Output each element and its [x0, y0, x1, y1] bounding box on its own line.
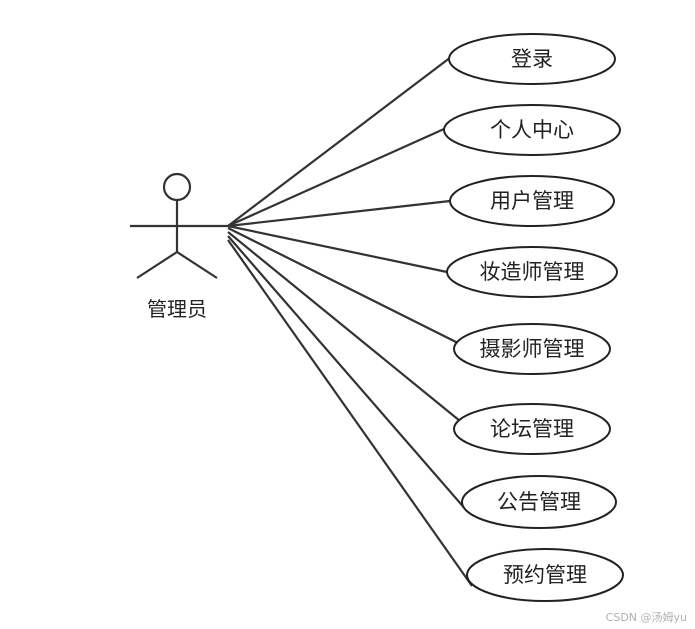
- watermark: CSDN @汤姆yu: [605, 611, 687, 624]
- use-case-label: 用户管理: [490, 189, 574, 213]
- actor-label: 管理员: [147, 297, 207, 321]
- use-case-personal-center: 个人中心: [443, 104, 621, 156]
- actor-left-leg: [136, 251, 178, 279]
- actor-head: [162, 172, 192, 202]
- actor-right-leg: [176, 251, 218, 279]
- use-case-photographer-management: 摄影师管理: [453, 323, 611, 375]
- use-case-label: 摄影师管理: [480, 337, 585, 361]
- use-case-makeup-artist-management: 妆造师管理: [446, 246, 618, 298]
- actor-figure: [130, 172, 228, 279]
- use-case-label: 公告管理: [497, 490, 581, 514]
- use-case-ellipse: [466, 548, 624, 602]
- use-case-reservation-management: 预约管理: [466, 548, 624, 602]
- use-case-label: 登录: [511, 47, 553, 71]
- use-case-ellipse: [453, 323, 611, 375]
- use-case-ellipse: [449, 175, 615, 227]
- use-case-label: 个人中心: [490, 118, 574, 142]
- use-case-ellipse: [461, 475, 617, 529]
- association-line: [227, 239, 473, 587]
- use-case-label: 妆造师管理: [480, 260, 585, 284]
- association-line: [227, 231, 461, 422]
- association-line: [227, 227, 459, 344]
- use-case-ellipse: [448, 33, 616, 85]
- association-line: [227, 56, 452, 227]
- association-line: [227, 224, 448, 274]
- association-line: [227, 127, 445, 228]
- use-case-ellipse: [446, 246, 618, 298]
- use-case-label: 论坛管理: [490, 417, 574, 441]
- association-line: [227, 199, 451, 228]
- association-line: [227, 235, 468, 512]
- use-case-ellipse: [453, 403, 611, 455]
- use-case-announcement-management: 公告管理: [461, 475, 617, 529]
- associations: [227, 56, 473, 587]
- use-case-user-management: 用户管理: [449, 175, 615, 227]
- use-case-forum-management: 论坛管理: [453, 403, 611, 455]
- use-case-label: 预约管理: [503, 563, 587, 587]
- use-case-ellipse: [443, 104, 621, 156]
- use-case-login: 登录: [448, 33, 616, 85]
